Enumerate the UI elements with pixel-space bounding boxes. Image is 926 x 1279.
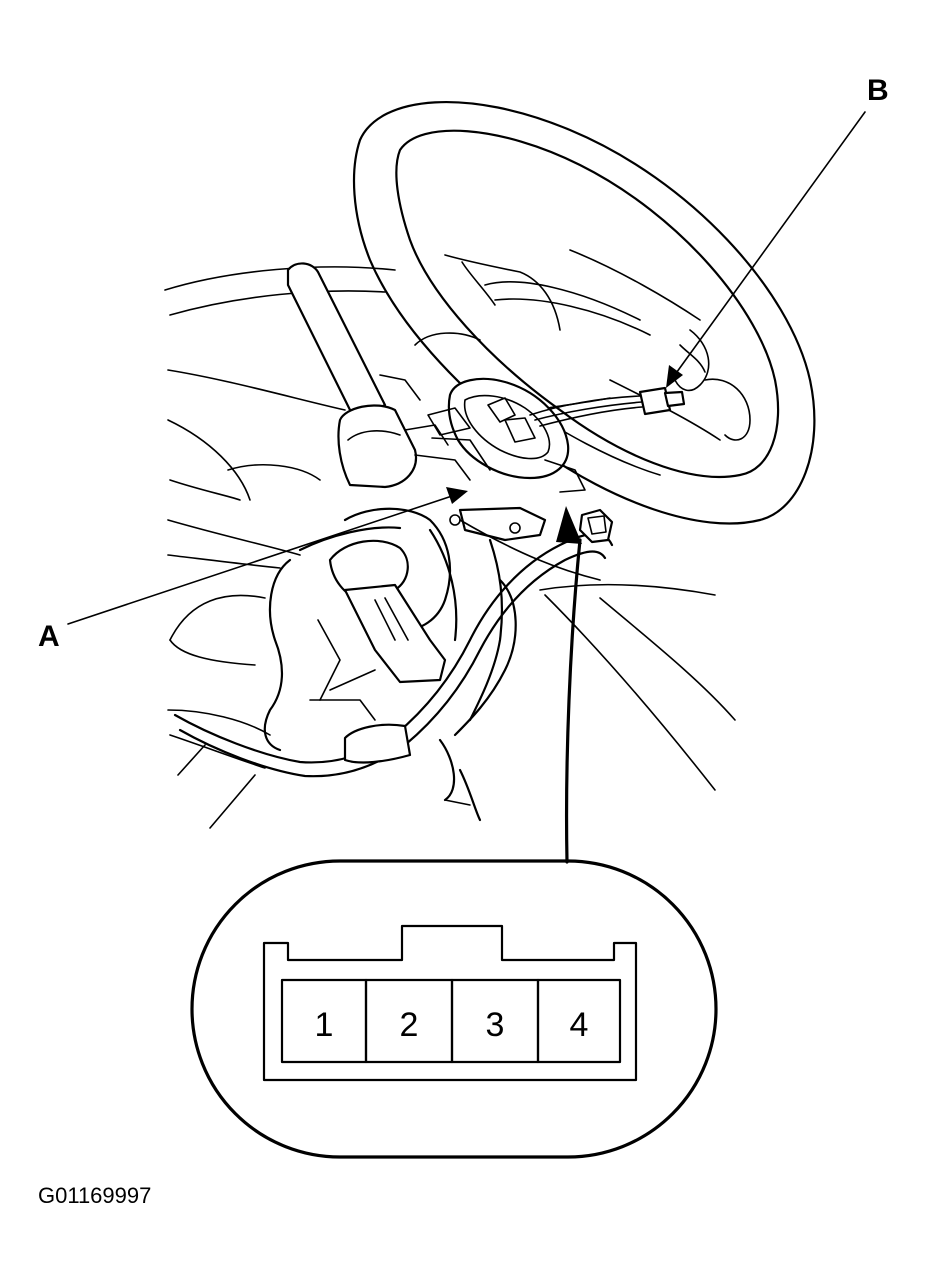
cable-reel [427, 377, 611, 493]
pin-cell-4 [536, 978, 622, 1064]
pin-label-2: 2 [400, 1006, 419, 1044]
callout-b-label: B [867, 74, 889, 107]
cable-reel-wires [529, 386, 686, 427]
figure-code: G01169997 [38, 1183, 151, 1208]
pin-label-3: 3 [486, 1006, 505, 1044]
steering-wheel [352, 100, 816, 525]
pin-label-1: 1 [315, 1006, 334, 1044]
connector-detail-bubble [190, 859, 718, 1159]
steering-column-housing [263, 506, 547, 822]
connector-face: 1 2 3 4 [262, 924, 638, 1082]
combination-switch [286, 262, 471, 489]
arrow-a [67, 487, 468, 625]
dashboard-outline [164, 266, 736, 829]
detail-arrow [556, 506, 582, 864]
lower-harness [173, 508, 614, 778]
arrow-b [666, 111, 866, 388]
callout-a-label: A [38, 620, 60, 653]
pin-label-4: 4 [570, 1006, 589, 1044]
